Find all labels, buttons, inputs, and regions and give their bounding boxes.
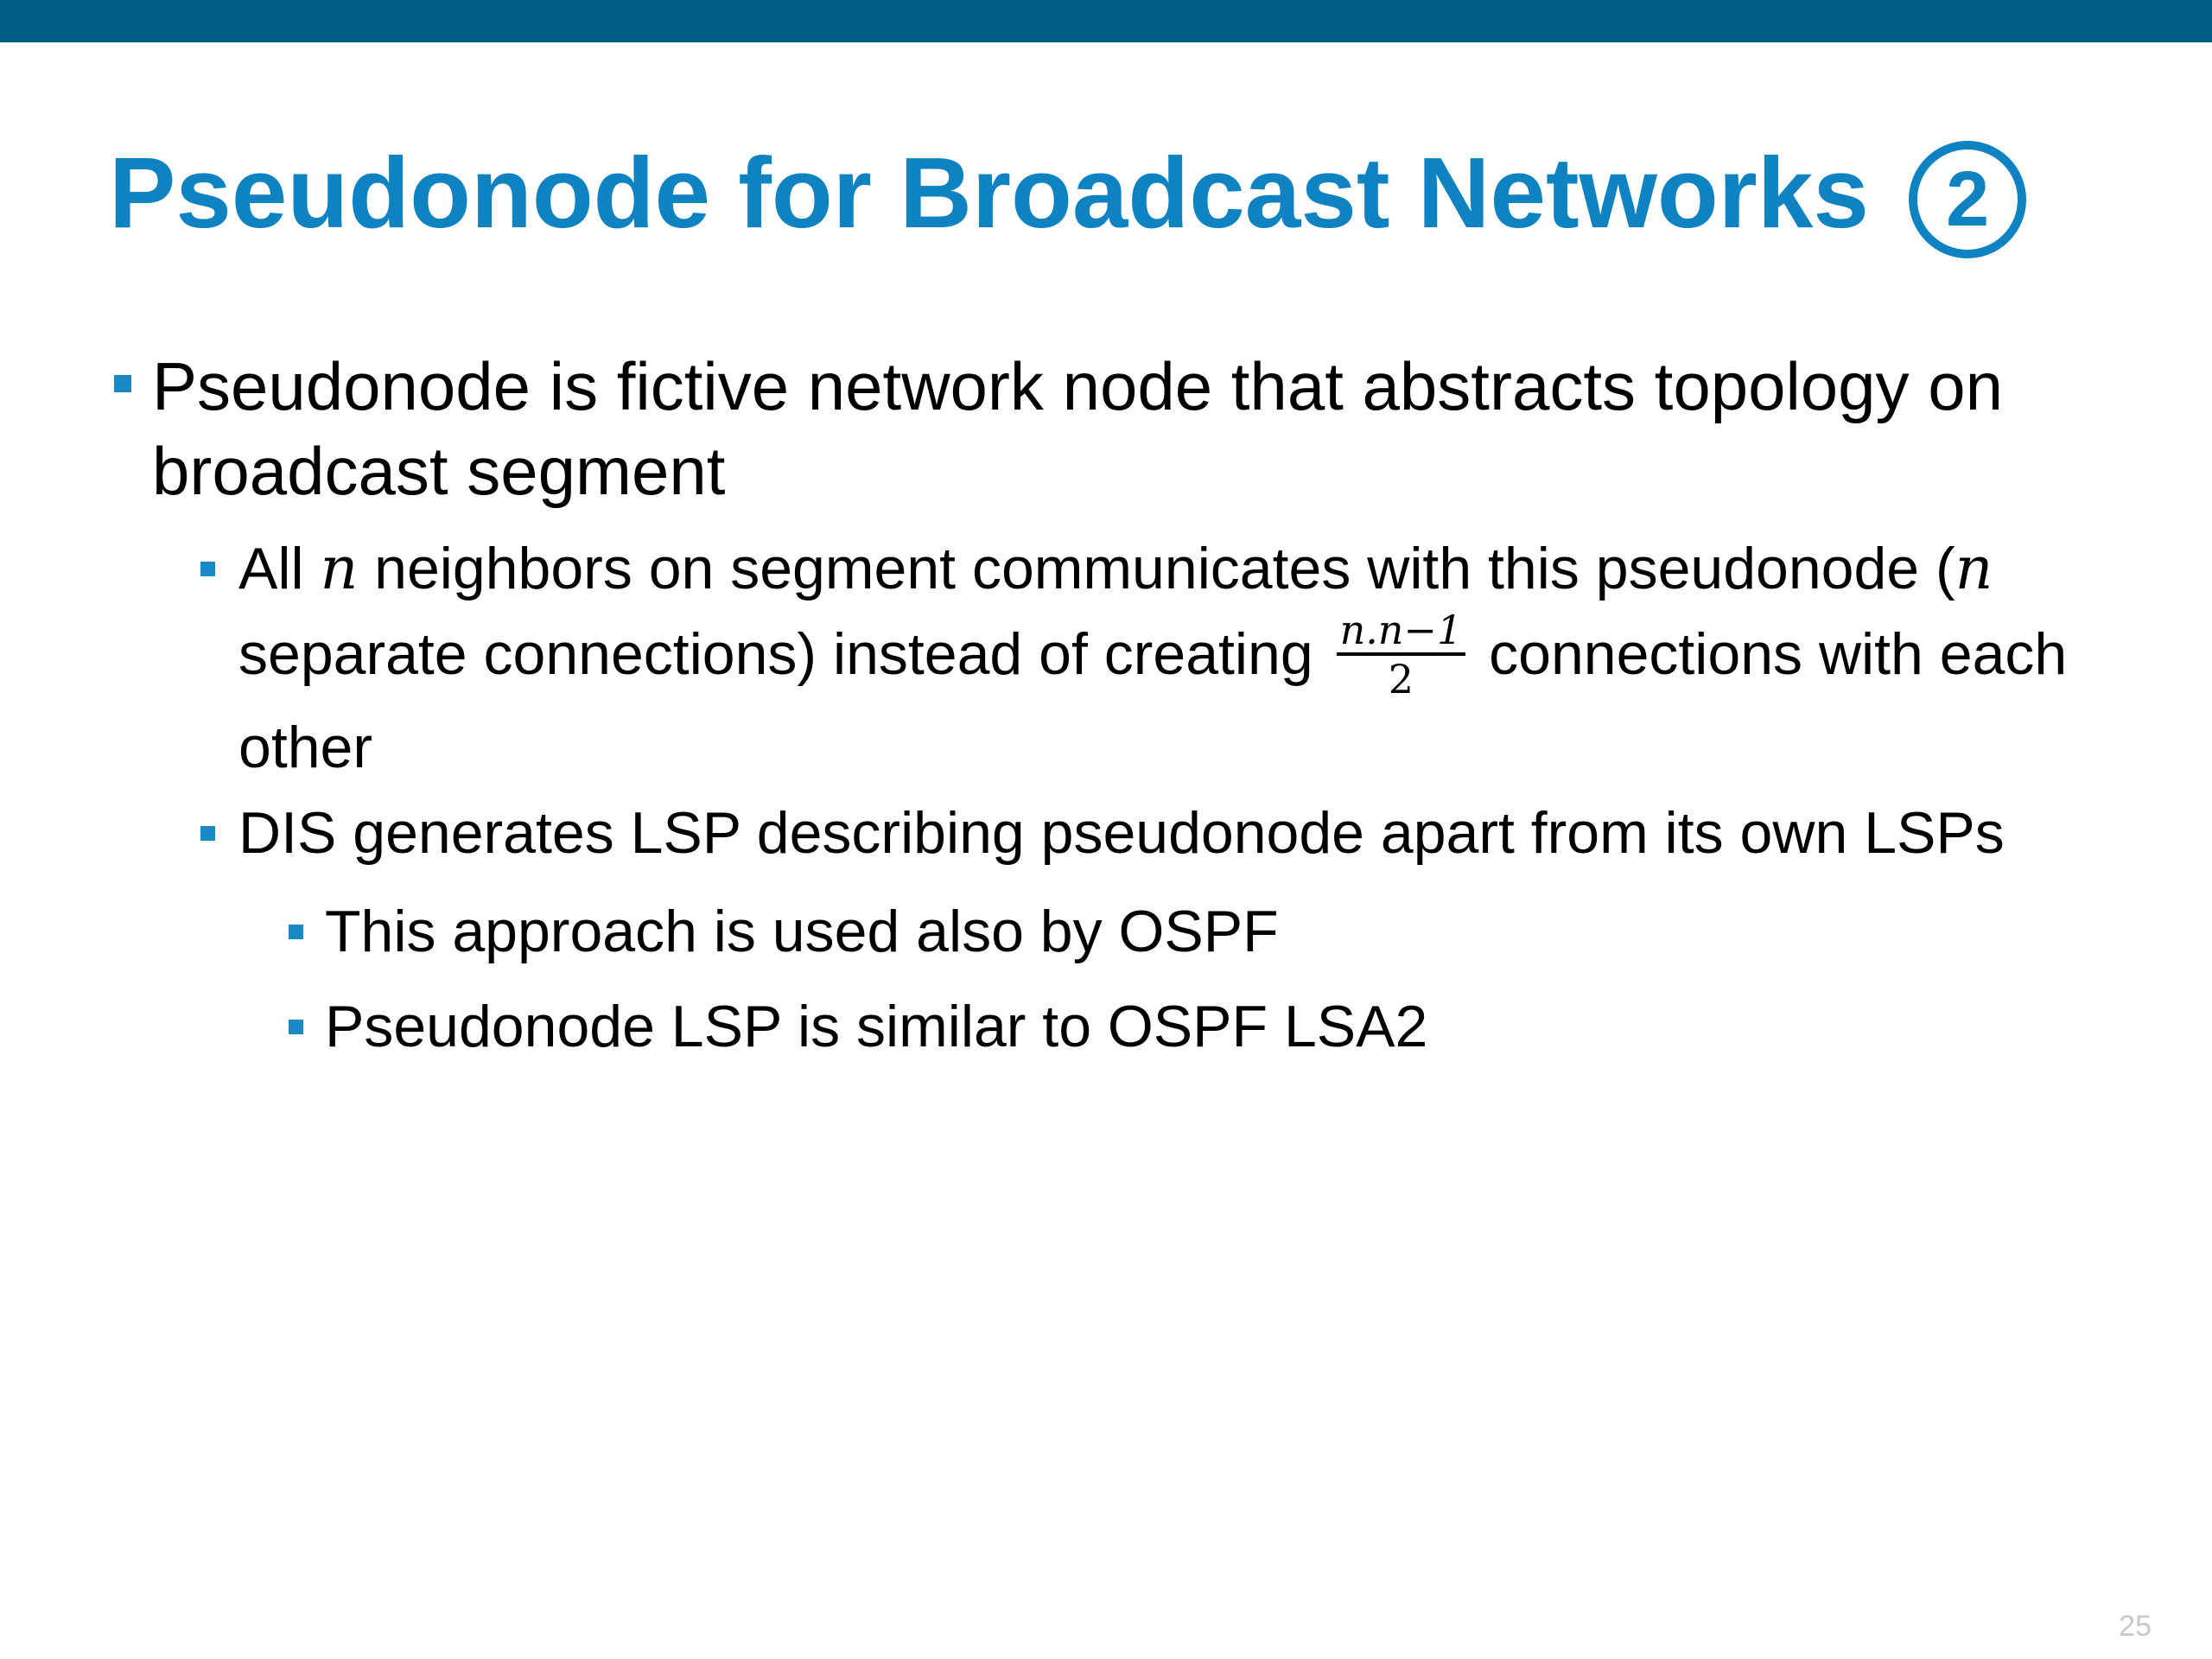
bullet-level3-ospf: This approach is used also by OSPF xyxy=(289,888,2053,975)
slide-title: Pseudonode for Broadcast Networks 2 xyxy=(109,128,2027,259)
math-variable-n: n xyxy=(320,535,359,603)
fraction-bar xyxy=(1336,652,1466,656)
bullet-level1: Pseudonode is fictive network node that … xyxy=(114,344,2088,513)
square-bullet-icon xyxy=(200,562,215,576)
slide-title-text: Pseudonode for Broadcast Networks xyxy=(109,137,1869,249)
bullet-level3-text: This approach is used also by OSPF xyxy=(325,899,1279,964)
bullet-text-part: connections with each other xyxy=(238,620,2068,780)
square-bullet-icon xyxy=(200,826,215,841)
page-number: 25 xyxy=(2119,1610,2152,1643)
bullet-text-part: neighbors on segment communicates with t… xyxy=(358,536,1955,601)
bullet-level3-text: Pseudonode LSP is similar to OSPF LSA2 xyxy=(325,994,1428,1059)
fraction-denominator: 2 xyxy=(1388,656,1414,702)
bullet-level1-text: Pseudonode is fictive network node that … xyxy=(152,348,2003,509)
bullet-level2-neighbors: All n neighbors on segment communicates … xyxy=(200,527,2122,790)
square-bullet-icon xyxy=(289,1020,303,1034)
math-variable-n: n xyxy=(1955,535,1993,603)
header-band xyxy=(0,0,2212,42)
bullet-level3-lsa2: Pseudonode LSP is similar to OSPF LSA2 xyxy=(289,983,2053,1070)
bullet-level2-dis: DIS generates LSP describing pseudonode … xyxy=(200,791,2174,875)
square-bullet-icon xyxy=(289,925,303,939)
square-bullet-icon xyxy=(114,375,131,392)
bullet-text-part: All xyxy=(238,536,321,601)
bullet-level2-text: DIS generates LSP describing pseudonode … xyxy=(238,800,2005,866)
bullet-text-part: separate connections) instead of creatin… xyxy=(238,620,1330,687)
circled-number-badge: 2 xyxy=(1909,141,2027,259)
fraction-numerator: n.n−1 xyxy=(1339,607,1463,653)
